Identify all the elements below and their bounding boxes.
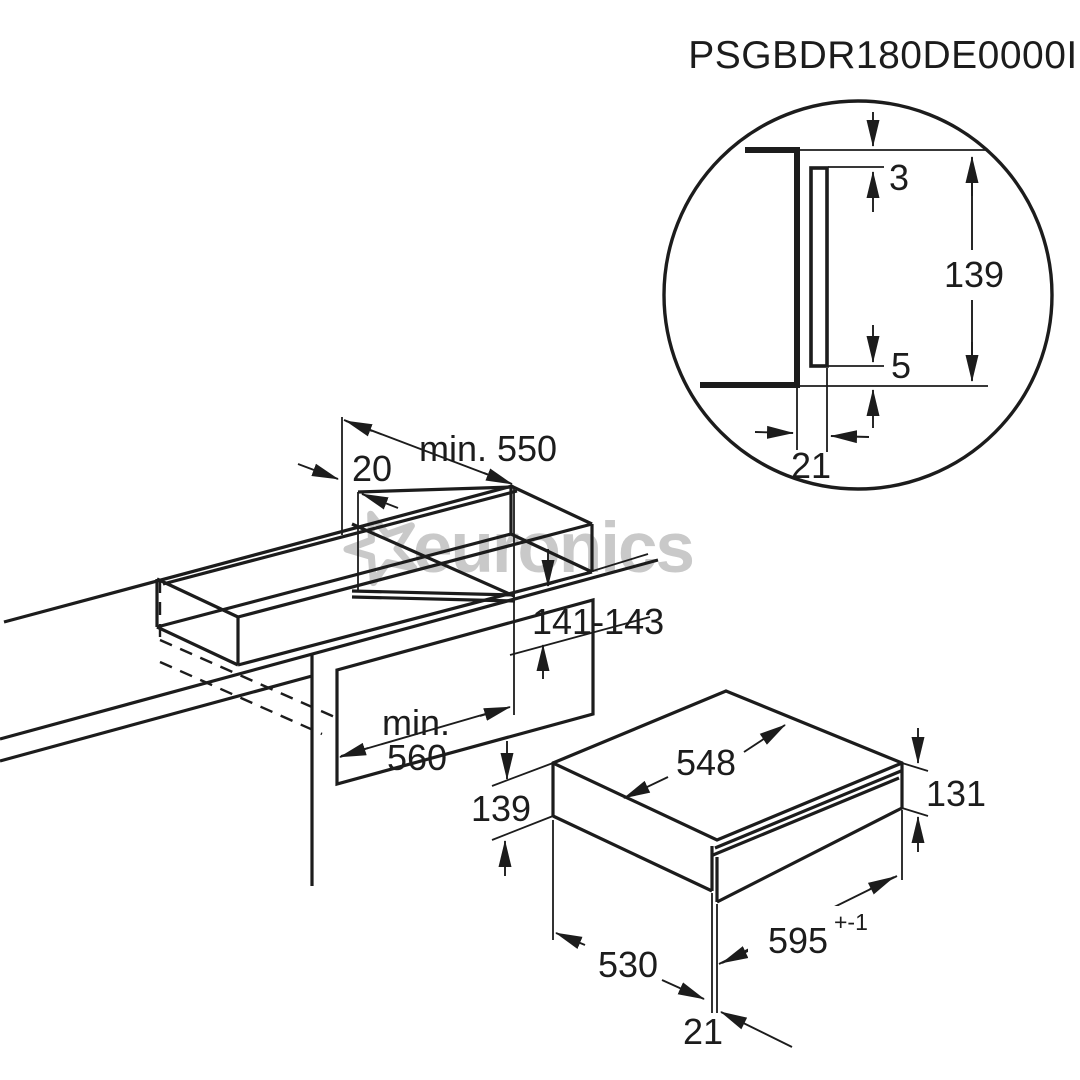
star-icon xyxy=(343,510,418,587)
niche-dimension-lines xyxy=(297,417,651,758)
detail-section-lines xyxy=(700,147,988,452)
dim-label-gap-top: 3 xyxy=(889,157,909,198)
dim-label-niche-height: 141-143 xyxy=(532,601,664,642)
dim-label-front-height-right: 131 xyxy=(926,773,986,814)
dim-label-min-depth-word: min. xyxy=(382,702,450,743)
dim-label-gap-bottom: 5 xyxy=(891,345,911,386)
model-code-title: PSGBDR180DE0000I xyxy=(688,34,1078,77)
drawer-front-panel-section xyxy=(809,166,829,368)
dim-label-front-width-tolerance: +-1 xyxy=(834,909,868,935)
dim-label-body-depth-bottom: 530 xyxy=(598,944,658,985)
dim-label-front-offset: 21 xyxy=(791,445,831,486)
label-backing xyxy=(748,906,886,958)
dim-label-body-depth-top: 548 xyxy=(676,742,736,783)
product-view-group: 548 131 139 530 595 +-1 21 xyxy=(471,689,986,1052)
niche-view-group: 20 min. 550 141-143 min. 560 xyxy=(0,417,664,886)
dim-label-height-left: 139 xyxy=(471,788,531,829)
detail-view-circle-group: 3 139 5 21 xyxy=(662,99,1054,491)
detail-circle-outline xyxy=(662,99,1054,491)
dim-label-side-clearance: 20 xyxy=(352,448,392,489)
detail-dimension-arrows xyxy=(754,112,979,444)
dim-label-min-width: min. 550 xyxy=(419,428,557,469)
dim-label-min-depth-value: 560 xyxy=(387,737,447,778)
dim-label-front-offset-bottom: 21 xyxy=(683,1011,723,1052)
dim-label-panel-height: 139 xyxy=(944,254,1004,295)
dim-label-front-width: 595 xyxy=(768,920,828,961)
product-drawing-lines xyxy=(551,689,904,904)
